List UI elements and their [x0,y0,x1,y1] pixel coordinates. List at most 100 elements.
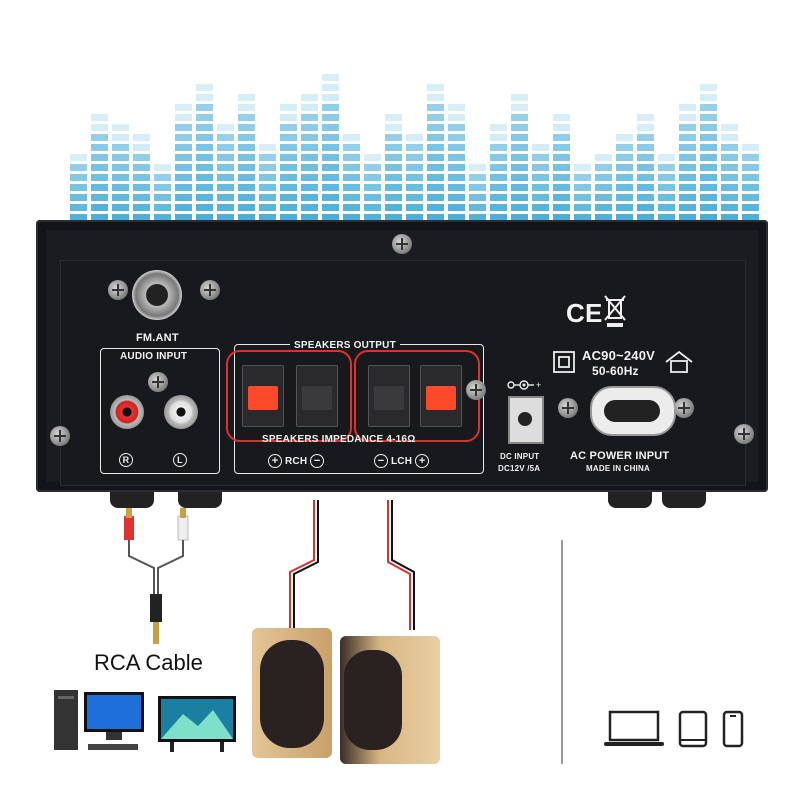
speaker-right [340,636,440,764]
equalizer-bar [91,114,108,221]
panel-foot [110,492,154,508]
equalizer-bar [658,154,675,221]
equalizer-bar [574,164,591,221]
equalizer-graphic [70,74,759,221]
laptop-icon [604,710,664,746]
ac-screw-left-icon [558,398,578,418]
equalizer-bar [511,94,528,221]
rca-l-label: L [173,453,187,467]
equalizer-bar [448,104,465,221]
audio-input-label: AUDIO INPUT [116,351,192,362]
tv-icon [158,696,236,752]
equalizer-bar [280,104,297,221]
lch-label: LCH [390,456,413,467]
audio-screw-icon [148,372,168,392]
rca-jack-left[interactable] [164,395,198,429]
rch-row: + RCH − [268,454,325,468]
equalizer-bar [700,84,717,221]
ac-screw-right-icon [674,398,694,418]
fm-screw-left-icon [108,280,128,300]
equalizer-bar [595,154,612,221]
ac-power-socket[interactable] [590,386,676,436]
equalizer-bar [427,84,444,221]
dc-polarity-icon: + [507,380,541,390]
ac-voltage-label: AC90~240V [582,348,655,363]
equalizer-bar [70,154,87,221]
dc-input-label: DC INPUT [500,452,540,461]
equalizer-bar [742,144,759,221]
top-screw-icon [392,234,412,254]
equalizer-bar [385,114,402,221]
rca-cable-caption: RCA Cable [94,650,203,675]
equalizer-bar [133,134,150,221]
equalizer-bar [259,144,276,221]
speaker-left [252,628,332,758]
equalizer-bar [469,164,486,221]
equalizer-bar [196,84,213,221]
right-edge-screw-icon [734,424,754,444]
ce-mark-icon: CE [566,298,603,328]
made-in-label: MADE IN CHINA [586,464,650,473]
tablet-icon [678,710,708,748]
equalizer-bar [406,134,423,221]
panel-foot [178,492,222,508]
equalizer-bar [637,114,654,221]
equalizer-bar [490,124,507,221]
speakers-output-label: SPEAKERS OUTPUT [290,340,400,351]
lch-positive-terminal[interactable] [420,365,462,427]
minus-sign-icon: − [374,454,388,468]
lch-negative-button[interactable] [374,386,404,410]
ac-freq-label: 50-60Hz [592,364,639,378]
dc-input-jack[interactable] [508,396,544,444]
lch-positive-button[interactable] [426,386,456,410]
equalizer-bar [616,134,633,221]
panel-foot [608,492,652,508]
equalizer-bar [322,74,339,221]
equalizer-bar [721,124,738,221]
speaker-wires [289,500,415,630]
desktop-pc-icon [54,690,144,750]
equalizer-bar [343,134,360,221]
vertical-divider [561,540,563,764]
plus-sign-icon: + [268,454,282,468]
fm-ant-label: FM.ANT [136,332,179,344]
rca-jack-right[interactable] [110,395,144,429]
audio-input-frame [100,348,220,474]
indoor-use-icon [665,350,693,373]
equalizer-bar [238,94,255,221]
equalizer-bar [301,94,318,221]
lch-negative-terminal[interactable] [368,365,410,427]
fm-screw-right-icon [200,280,220,300]
speakers-impedance-label: SPEAKERS IMPEDANCE 4-16Ω [262,434,416,445]
svg-text:+: + [536,380,541,390]
rca-cable-illustration [124,508,189,644]
rch-positive-terminal[interactable] [242,365,284,427]
mid-screw-icon [466,380,486,400]
equalizer-bar [154,164,171,221]
rch-positive-button[interactable] [248,386,278,410]
equalizer-bar [217,124,234,221]
equalizer-bar [679,104,696,221]
rch-negative-button[interactable] [302,386,332,410]
ac-power-input-label: AC POWER INPUT [570,450,670,462]
weee-bin-icon [604,295,626,327]
equalizer-bar [364,154,381,221]
rca-r-label: R [119,453,133,467]
phone-icon [722,710,744,748]
rch-highlight [226,350,352,442]
equalizer-bar [553,114,570,221]
left-edge-screw-icon [50,426,70,446]
panel-foot [662,492,706,508]
equalizer-bar [175,104,192,221]
fm-antenna-connector[interactable] [132,270,182,320]
dc-input-spec: DC12V /5A [498,464,541,473]
double-insulation-icon [553,351,575,373]
rch-negative-terminal[interactable] [296,365,338,427]
amplifier-rear-panel: FM.ANT AUDIO INPUT R L SPEAKERS OUTPUT S… [36,220,768,492]
minus-sign-icon: − [310,454,325,468]
plus-sign-icon: + [415,454,430,468]
lch-row: − LCH + [374,454,430,468]
rch-label: RCH [284,456,308,467]
equalizer-bar [532,144,549,221]
equalizer-bar [112,124,129,221]
